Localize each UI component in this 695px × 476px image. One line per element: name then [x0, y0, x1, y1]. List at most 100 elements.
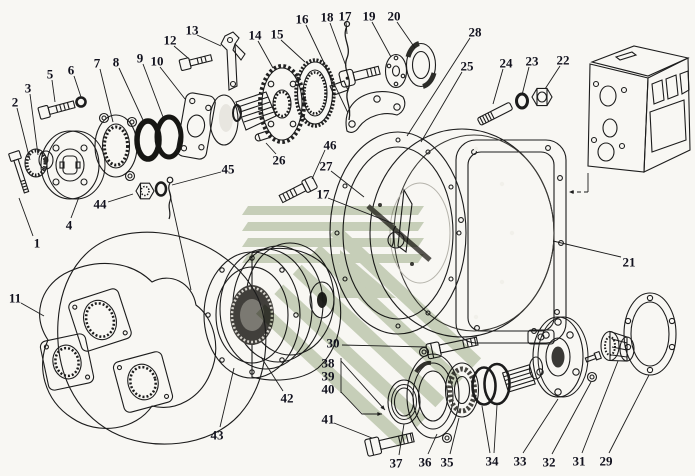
part-gasket-29: [623, 292, 677, 376]
callout-leader-17: [327, 197, 395, 225]
callout-leader-14: [257, 40, 274, 69]
callout-leader-3: [29, 93, 39, 156]
callout-12: 12: [164, 33, 177, 48]
callout-1: 1: [34, 236, 41, 251]
callout-leader-24: [492, 68, 504, 105]
part-cover-25-28: [369, 128, 555, 338]
callout-24: 24: [500, 56, 514, 71]
callout-35: 35: [441, 455, 455, 470]
callout-leader-30: [341, 344, 427, 348]
callout-leader-16: [305, 24, 349, 114]
callout-leader-26: [265, 142, 277, 155]
callout-43: 43: [211, 428, 225, 443]
part-coupling-31: [600, 330, 635, 362]
callout-leader-46: [311, 149, 326, 180]
bracket-38-40-diagonal-arrow: [380, 405, 385, 410]
callout-9: 9: [137, 51, 144, 66]
part-lock-wire-45: [166, 176, 174, 220]
callout-29: 29: [600, 454, 614, 469]
callout-25: 25: [461, 59, 475, 74]
part-bracket-16: [345, 91, 406, 133]
callout-leader-10: [159, 66, 186, 100]
callout-2: 2: [12, 95, 19, 110]
callout-34: 34: [486, 454, 500, 469]
callout-leader-43: [219, 367, 235, 428]
part-washers-34: [471, 362, 511, 406]
callout-17-b: 17: [317, 187, 331, 202]
callout-leader-4: [70, 196, 80, 219]
callout-leader-22: [544, 65, 561, 90]
callout-42: 42: [281, 391, 294, 406]
part-nut-22: [531, 87, 553, 107]
housing-window-right: [112, 351, 174, 413]
callout-leader-19: [371, 21, 392, 58]
part-ring-gear-15: [294, 58, 349, 128]
callout-38: 38: [322, 356, 336, 371]
callout-36: 36: [419, 455, 433, 470]
part-plate-19: [384, 53, 408, 89]
callout-20: 20: [388, 9, 401, 24]
part-bolt-1: [8, 150, 30, 194]
callout-26: 26: [273, 153, 287, 168]
callout-17: 17: [339, 9, 353, 24]
callout-27: 27: [320, 159, 334, 174]
callout-leader-37: [398, 423, 405, 456]
part-washer-6: [75, 96, 87, 108]
callout-3: 3: [25, 81, 32, 96]
callout-14: 14: [249, 28, 263, 43]
callout-leader-2: [16, 107, 31, 161]
bracket-38-40-diagonal: [340, 360, 386, 411]
part-bearing-35: [444, 362, 480, 418]
part-nut-44: [135, 182, 155, 200]
callout-leader-18: [329, 22, 347, 67]
part-pin-26: [254, 130, 272, 142]
part-shaft-33: [501, 316, 589, 398]
gasket-to-housing-arrow: [569, 190, 574, 194]
callout-6: 6: [68, 63, 75, 78]
callout-leader-20: [396, 21, 416, 49]
callout-leader-42: [260, 356, 284, 392]
callout-40: 40: [322, 382, 335, 397]
part-retainer-32: [584, 350, 602, 383]
callout-leader-25: [420, 71, 463, 143]
callout-leader-31: [581, 360, 619, 454]
callout-31: 31: [573, 454, 586, 469]
callout-11: 11: [9, 291, 21, 306]
callout-37: 37: [390, 456, 404, 471]
callout-46: 46: [324, 138, 338, 153]
gearbox-housing: [587, 45, 691, 173]
callout-19: 19: [363, 9, 377, 24]
callout-32: 32: [543, 455, 556, 470]
shaft-bearing-hub: [209, 94, 242, 146]
part-clutch-housing-11: [39, 231, 267, 445]
part-bearing-cover-7: [94, 112, 138, 182]
part-splined-shaft: [235, 91, 277, 131]
callout-leader-5: [51, 79, 56, 103]
callout-leader-9: [142, 63, 164, 118]
callout-leader2-34: [493, 404, 498, 454]
callout-5: 5: [47, 67, 54, 82]
callout-leader-15: [280, 39, 306, 63]
callout-leader-45: [171, 171, 222, 186]
callout-22: 22: [557, 53, 570, 68]
callout-21: 21: [623, 255, 636, 270]
callout-leader-36: [427, 433, 438, 455]
callout-leader-12: [173, 45, 189, 59]
bracket-38-40-elbow: [340, 391, 382, 415]
callout-33: 33: [514, 454, 528, 469]
callout-23: 23: [526, 54, 540, 69]
part-bracket-13: [220, 31, 246, 91]
callout-4: 4: [66, 218, 73, 233]
part-bolt-5: [37, 100, 76, 120]
callout-leader-21: [552, 240, 622, 258]
part-seal-9: [154, 114, 184, 160]
callout-7: 7: [94, 56, 101, 71]
watermark-logo: [242, 206, 482, 447]
callout-leader-34: [481, 405, 491, 454]
housing-window-top: [68, 288, 132, 352]
callout-44: 44: [94, 197, 108, 212]
callout-leader-8: [118, 67, 144, 121]
part-drum-42: [203, 242, 342, 381]
